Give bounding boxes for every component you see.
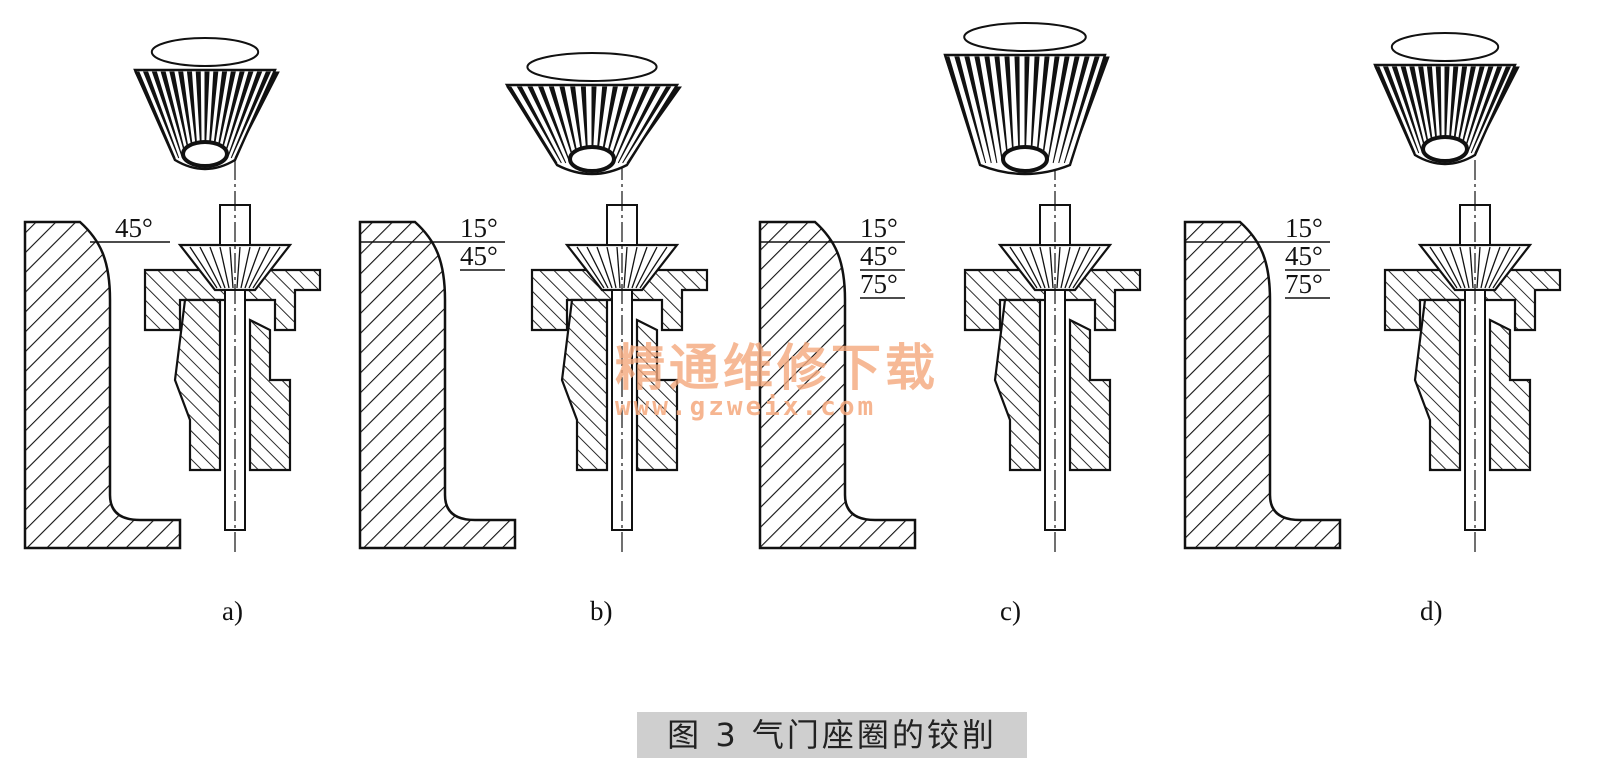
panel-c: 15°45°75° c)	[758, 22, 1142, 626]
cutter-flute	[1429, 246, 1458, 289]
cutter-flute	[1049, 246, 1054, 289]
cutter-flute	[1480, 246, 1491, 289]
seat-angle-label: 15°	[1285, 213, 1323, 243]
guide-right	[635, 318, 679, 472]
guide-left	[560, 298, 609, 472]
cutter-flute	[1492, 246, 1521, 289]
reamer-cutter-detached	[943, 22, 1110, 176]
cutter-flute	[596, 246, 613, 289]
figure-caption: 图 3 气门座圈的铰削	[667, 716, 997, 754]
cutter-flute	[1060, 246, 1071, 289]
panel-label: a)	[222, 596, 243, 626]
cutter-flute	[1449, 246, 1466, 289]
cutter-flute	[606, 246, 617, 289]
cutter-flute	[631, 246, 648, 289]
reamer-cutter-detached	[133, 37, 280, 171]
cylinder-head-wall	[23, 220, 182, 550]
cutter-flute	[1068, 246, 1091, 289]
cutter-flute	[1469, 246, 1474, 289]
cutter-flute	[1476, 246, 1481, 289]
seat-angle-label: 45°	[460, 241, 498, 271]
cutter-flute	[1064, 246, 1081, 289]
cutter-flute	[189, 246, 218, 289]
cutter-flute	[236, 246, 241, 289]
guide-left	[993, 298, 1042, 472]
cutter-flute	[252, 246, 281, 289]
cutter-flute	[199, 246, 222, 289]
watermark-title: 精通维修下载	[615, 339, 939, 397]
cutter-flute	[1019, 246, 1042, 289]
cutter-flute	[229, 246, 234, 289]
guide-right	[1488, 318, 1532, 472]
cutter-flute	[219, 246, 230, 289]
panel-label: d)	[1420, 596, 1443, 626]
panel-d: 15°45°75° d)	[1183, 32, 1562, 626]
guide-left	[173, 298, 222, 472]
panel-label: c)	[1000, 596, 1021, 626]
seat-angle-label: 75°	[860, 269, 898, 299]
guide-right	[1068, 318, 1112, 472]
cylinder-head-wall	[1183, 220, 1342, 550]
seat-angle-label: 15°	[860, 213, 898, 243]
caption-background	[637, 712, 1027, 758]
cutter-flute	[1439, 246, 1462, 289]
cutter-flute	[248, 246, 271, 289]
reamer-cutter-detached	[504, 52, 682, 176]
seat-angle-label: 15°	[460, 213, 498, 243]
reamer-cutter-detached	[1373, 32, 1520, 166]
cutter-flute	[1056, 246, 1061, 289]
panel-a: 45° a)	[23, 37, 322, 626]
seat-angle-label: 45°	[115, 213, 153, 243]
seat-angle-label: 75°	[1285, 269, 1323, 299]
cylinder-head-wall	[758, 220, 917, 550]
panel-b: 15°45° b)	[358, 52, 709, 626]
cutter-flute	[627, 246, 638, 289]
seat-angle-label: 45°	[1285, 241, 1323, 271]
cutter-flute	[1039, 246, 1050, 289]
cutter-flute	[1488, 246, 1511, 289]
guide-left	[1413, 298, 1462, 472]
cutter-flute	[616, 246, 621, 289]
cutter-flute	[1009, 246, 1038, 289]
cutter-flute	[639, 246, 668, 289]
watermark-url: www.gzweix.com	[615, 392, 876, 422]
cutter-flute	[1484, 246, 1501, 289]
cutter-flute	[209, 246, 226, 289]
cutter-flute	[635, 246, 658, 289]
cylinder-head-wall	[358, 220, 517, 550]
cutter-flute	[623, 246, 628, 289]
guide-right	[248, 318, 292, 472]
panel-label: b)	[590, 596, 613, 626]
cutter-flute	[576, 246, 605, 289]
cutter-flute	[586, 246, 609, 289]
cutter-flute	[244, 246, 261, 289]
cutter-flute	[1072, 246, 1101, 289]
cutter-flute	[240, 246, 251, 289]
cutter-flute	[1459, 246, 1470, 289]
cutter-flute	[1029, 246, 1046, 289]
seat-angle-label: 45°	[860, 241, 898, 271]
